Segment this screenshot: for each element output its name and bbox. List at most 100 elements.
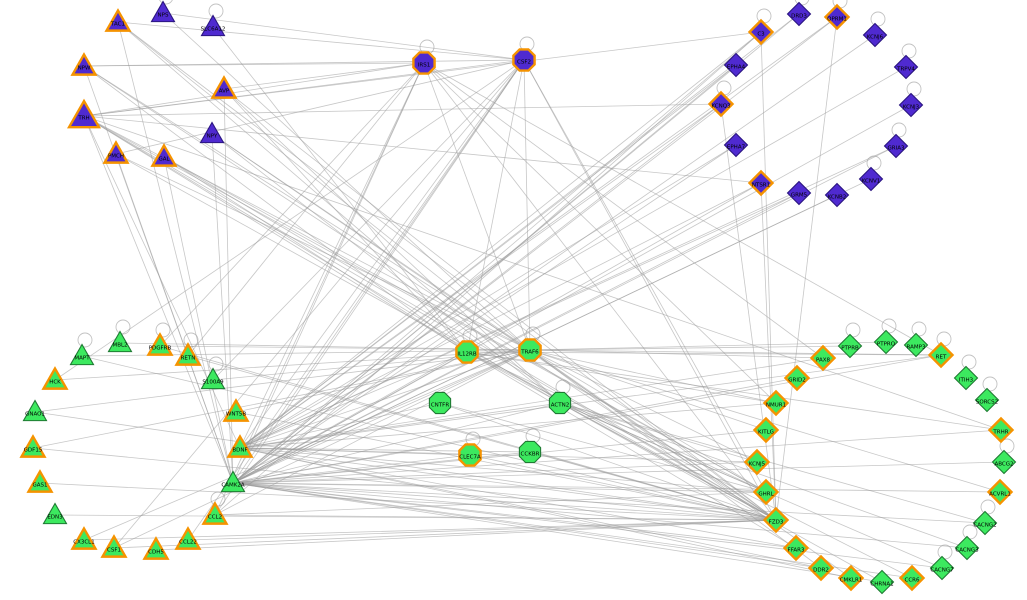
diamond-node-shape-SORCS2[interactable]: [974, 387, 1000, 413]
node-SORCS2[interactable]: SORCS2: [974, 387, 1000, 413]
diamond-node-shape-KCNQ3[interactable]: [707, 90, 735, 118]
node-PTPRO[interactable]: PTPRO: [873, 329, 899, 355]
octagon-node-shape-CLEC7A[interactable]: [458, 443, 482, 467]
node-C3[interactable]: C3: [747, 18, 775, 46]
triangle-node-shape-GNAO1[interactable]: [22, 399, 48, 422]
diamond-node-shape-NMUR1[interactable]: [762, 389, 790, 417]
diamond-node-shape-PTPRB[interactable]: [837, 333, 863, 359]
diamond-node-shape-KCNJ5[interactable]: [743, 448, 771, 476]
node-TRAF6[interactable]: TRAF6: [518, 338, 542, 362]
node-KCNJ6[interactable]: KCNJ6: [862, 22, 888, 48]
diamond-node-shape-GRM5[interactable]: [786, 180, 812, 206]
diamond-node-shape-CMKLR1[interactable]: [837, 564, 865, 592]
diamond-node-shape-DDR2[interactable]: [807, 554, 835, 582]
node-GAS1[interactable]: GAS1: [26, 469, 54, 493]
triangle-node-shape-EDN3[interactable]: [42, 502, 68, 525]
diamond-node-shape-FZD3[interactable]: [762, 506, 790, 534]
node-CCKBR[interactable]: CCKBR: [518, 440, 542, 464]
node-GRM5[interactable]: GRM5: [786, 180, 812, 206]
node-CSF2[interactable]: CSF2: [512, 48, 536, 72]
node-CACNG7[interactable]: CACNG7: [929, 555, 955, 581]
node-GRIA3[interactable]: GRIA3: [883, 133, 909, 159]
diamond-node-shape-KCNJ3[interactable]: [898, 92, 924, 118]
diamond-node-shape-C3[interactable]: [747, 18, 775, 46]
node-MAPT[interactable]: MAPT: [69, 343, 95, 366]
diamond-node-shape-KCNB2[interactable]: [824, 182, 850, 208]
node-TAC1[interactable]: TAC1: [104, 8, 132, 32]
diamond-node-shape-GRID2[interactable]: [783, 364, 811, 392]
node-IL12RB[interactable]: IL12RB: [455, 340, 479, 364]
node-CHRNA1[interactable]: CHRNA1: [869, 569, 895, 595]
node-CX3CL1[interactable]: CX3CL1: [70, 526, 98, 550]
node-ACTN2[interactable]: ACTN2: [548, 391, 572, 415]
node-NPS[interactable]: NPS: [150, 0, 176, 23]
triangle-node-shape-RETN[interactable]: [174, 342, 202, 366]
node-CNTFR[interactable]: CNTFR: [428, 391, 452, 415]
diamond-node-shape-GHRL[interactable]: [752, 478, 780, 506]
diamond-node-shape-CHRNA1[interactable]: [869, 569, 895, 595]
triangle-node-shape-NPY[interactable]: [199, 121, 225, 144]
diamond-node-shape-RAMP3[interactable]: [903, 332, 929, 358]
node-RAMP3[interactable]: RAMP3: [903, 332, 929, 358]
triangle-node-shape-HCK[interactable]: [41, 366, 69, 390]
node-CCR6[interactable]: CCR6: [898, 564, 926, 592]
node-KITLG[interactable]: KITLG: [752, 416, 780, 444]
diamond-node-shape-EPHA4[interactable]: [723, 52, 749, 78]
triangle-node-shape-NPW[interactable]: [70, 52, 98, 76]
node-NPW[interactable]: NPW: [70, 52, 98, 76]
triangle-node-shape-MAPT[interactable]: [69, 343, 95, 366]
diamond-node-shape-NTSR1[interactable]: [747, 169, 775, 197]
node-DRD3[interactable]: DRD3: [786, 1, 812, 27]
node-KCNJ3[interactable]: KCNJ3: [898, 92, 924, 118]
node-TRHR[interactable]: TRHR: [987, 416, 1015, 444]
triangle-node-shape-BDNF[interactable]: [226, 434, 254, 458]
diamond-node-shape-KITLG[interactable]: [752, 416, 780, 444]
triangle-node-shape-SLC6A12[interactable]: [200, 14, 226, 37]
node-ITIH3[interactable]: ITIH3: [953, 365, 979, 391]
node-ABCG2[interactable]: ABCG2: [991, 449, 1017, 475]
diamond-node-shape-PTPRO[interactable]: [873, 329, 899, 355]
node-KCNQ3[interactable]: KCNQ3: [707, 90, 735, 118]
node-CDH5[interactable]: CDH5: [142, 536, 170, 560]
node-FFAR3[interactable]: FFAR3: [782, 534, 810, 562]
octagon-node-shape-ACTN2[interactable]: [548, 391, 572, 415]
triangle-node-shape-S100A9[interactable]: [200, 367, 226, 390]
diamond-node-shape-PAX8[interactable]: [809, 344, 837, 372]
diamond-node-shape-RET[interactable]: [927, 341, 955, 369]
octagon-node-shape-CNTFR[interactable]: [428, 391, 452, 415]
node-EDN3[interactable]: EDN3: [42, 502, 68, 525]
triangle-node-shape-GDF15[interactable]: [19, 434, 47, 458]
diamond-node-shape-TRHR[interactable]: [987, 416, 1015, 444]
triangle-node-shape-TAC1[interactable]: [104, 8, 132, 32]
triangle-node-shape-GAS1[interactable]: [26, 469, 54, 493]
diamond-node-shape-OPRM1[interactable]: [823, 3, 851, 31]
node-GNAO1[interactable]: GNAO1: [22, 399, 48, 422]
diamond-node-shape-EPHA7[interactable]: [723, 132, 749, 158]
triangle-node-shape-TRH[interactable]: [66, 98, 102, 129]
triangle-node-shape-CCL22[interactable]: [174, 526, 202, 550]
triangle-node-shape-CSF1[interactable]: [100, 534, 128, 558]
triangle-node-shape-CCL2[interactable]: [201, 501, 229, 525]
diamond-node-shape-DRD3[interactable]: [786, 1, 812, 27]
triangle-node-shape-GAL[interactable]: [150, 143, 178, 167]
diamond-node-shape-KCNV1[interactable]: [858, 166, 884, 192]
octagon-node-shape-CCKBR[interactable]: [518, 440, 542, 464]
octagon-node-shape-IRS1[interactable]: [412, 51, 436, 75]
diamond-node-shape-ABCG2[interactable]: [991, 449, 1017, 475]
node-ACVRL1[interactable]: ACVRL1: [986, 478, 1014, 506]
node-KCNB2[interactable]: KCNB2: [824, 182, 850, 208]
diamond-node-shape-GRIA3[interactable]: [883, 133, 909, 159]
node-NTSR1[interactable]: NTSR1: [747, 169, 775, 197]
octagon-node-shape-IL12RB[interactable]: [455, 340, 479, 364]
triangle-node-shape-PMCH[interactable]: [102, 140, 130, 164]
node-RET[interactable]: RET: [927, 341, 955, 369]
triangle-node-shape-AVP[interactable]: [210, 75, 238, 99]
node-TRPV4[interactable]: TRPV4: [893, 54, 919, 80]
diamond-node-shape-CACNG3[interactable]: [954, 535, 980, 561]
node-CACNG3[interactable]: CACNG3: [954, 535, 980, 561]
triangle-node-shape-CDH5[interactable]: [142, 536, 170, 560]
node-OPRM1[interactable]: OPRM1: [823, 3, 851, 31]
triangle-node-shape-CX3CL1[interactable]: [70, 526, 98, 550]
node-DDR2[interactable]: DDR2: [807, 554, 835, 582]
node-PMCH[interactable]: PMCH: [102, 140, 130, 164]
